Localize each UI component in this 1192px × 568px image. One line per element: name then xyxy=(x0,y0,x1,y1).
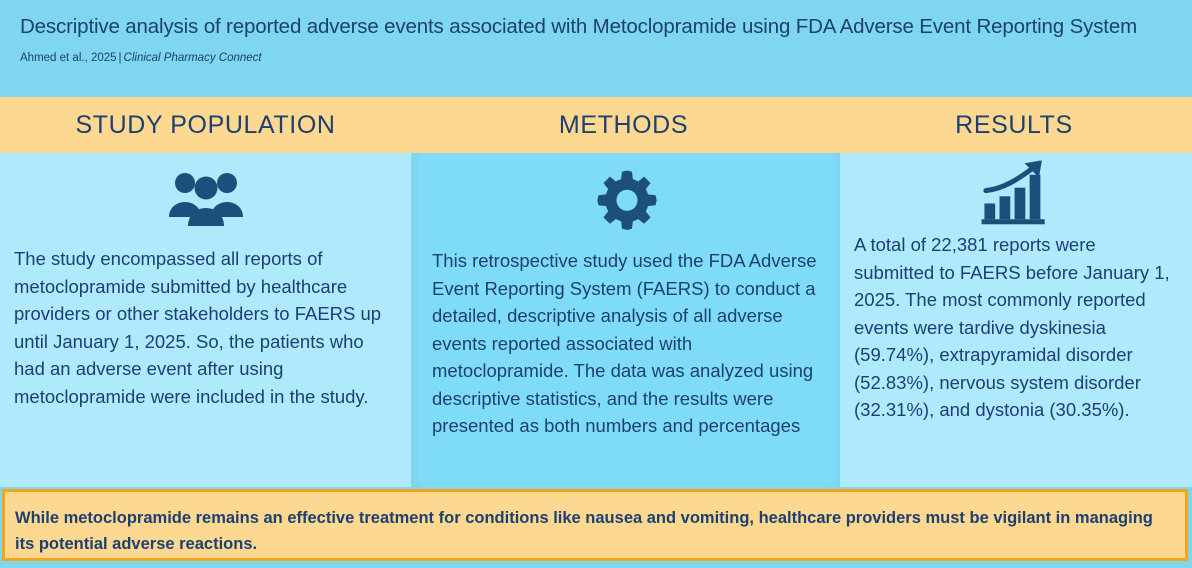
card-results-body: A total of 22,381 reports were submitted… xyxy=(854,234,1170,420)
column-header-results: RESULTS xyxy=(955,110,1073,139)
card-methods-body: This retrospective study used the FDA Ad… xyxy=(432,250,817,436)
conclusion-banner: While metoclopramide remains an effectiv… xyxy=(2,489,1188,561)
card-study-population: The study encompassed all reports of met… xyxy=(0,153,411,487)
byline: Ahmed et al., 2025|Clinical Pharmacy Con… xyxy=(20,51,1178,65)
card-results: A total of 22,381 reports were submitted… xyxy=(840,153,1192,487)
title-block: Descriptive analysis of reported adverse… xyxy=(0,0,1192,97)
byline-separator: | xyxy=(118,52,122,64)
bar-chart-growth-icon xyxy=(854,153,1178,231)
card-study-population-body: The study encompassed all reports of met… xyxy=(14,248,382,407)
column-header-band: STUDY POPULATION METHODS RESULTS xyxy=(0,97,1192,153)
gear-icon xyxy=(432,153,822,245)
page-title: Descriptive analysis of reported adverse… xyxy=(20,15,1138,38)
group-people-icon xyxy=(14,153,397,245)
conclusion-text: While metoclopramide remains an effectiv… xyxy=(15,509,1153,553)
byline-journal: Clinical Pharmacy Connect xyxy=(123,52,262,64)
column-header-study-population: STUDY POPULATION xyxy=(75,110,336,139)
byline-authors: Ahmed et al., 2025 xyxy=(20,52,117,64)
card-methods: This retrospective study used the FDA Ad… xyxy=(418,153,836,487)
column-header-methods: METHODS xyxy=(558,110,689,139)
cards-row: The study encompassed all reports of met… xyxy=(0,153,1192,487)
